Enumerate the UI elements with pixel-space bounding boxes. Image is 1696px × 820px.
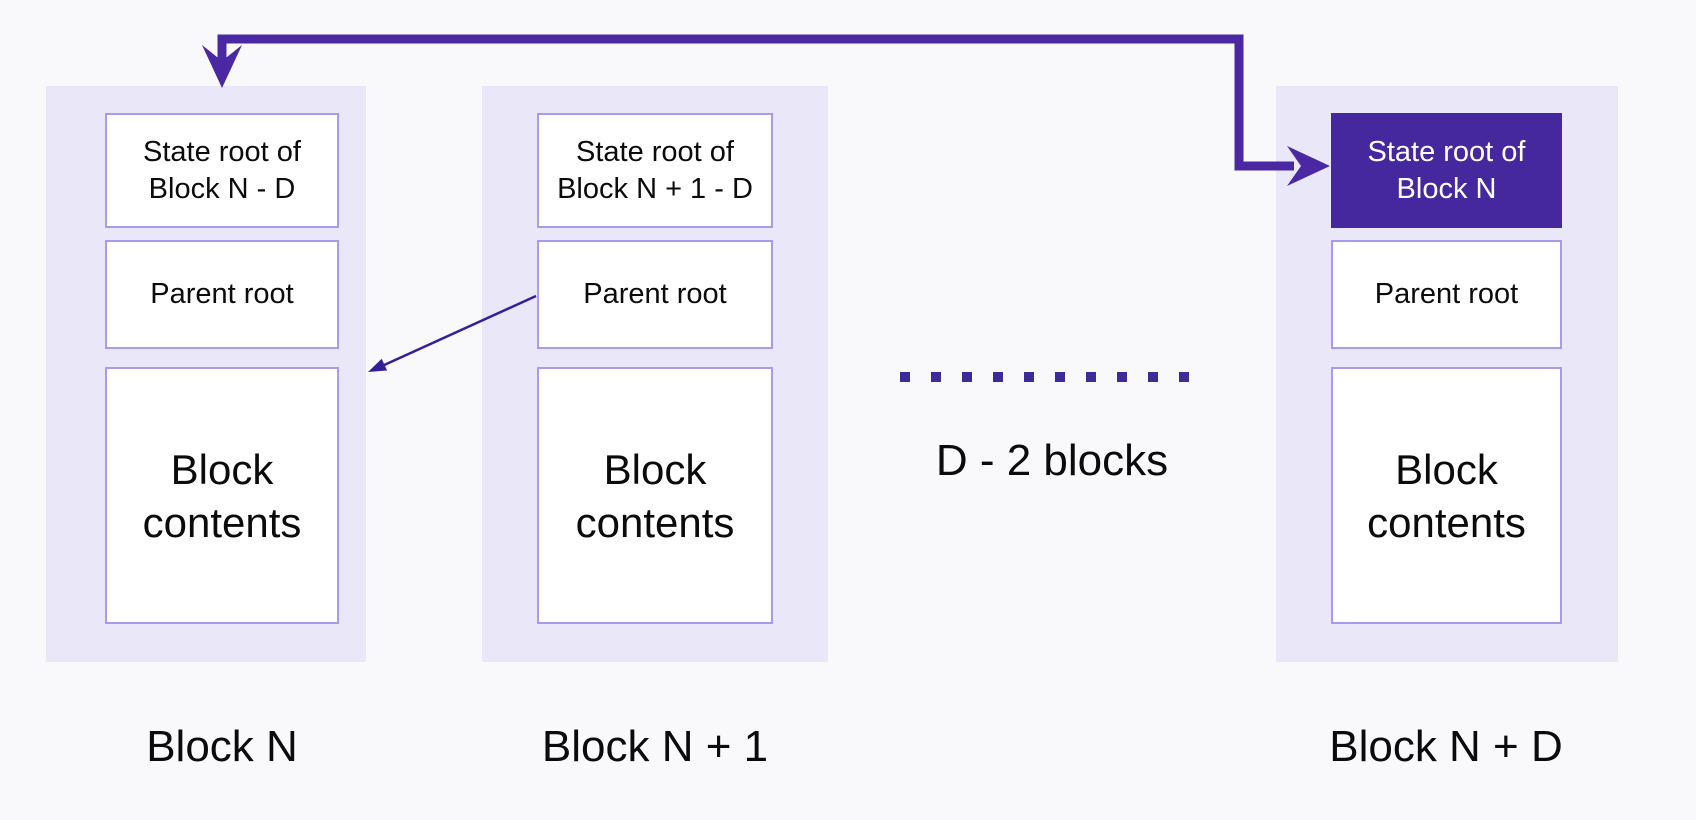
block-n1-parent-root-box: Parent root [537,240,773,349]
state-root-text-line2: Block N + 1 - D [557,172,753,205]
contents-text-line2: contents [575,498,735,546]
state-root-text-line1: State root of [1367,135,1526,168]
contents-text-line2: contents [142,498,302,546]
block-n1-state-root-box: State root of Block N + 1 - D [537,113,773,228]
dot [993,372,1003,382]
dot [1055,372,1065,382]
dot [1086,372,1096,382]
dot [1117,372,1127,382]
block-nd-contents-box: Block contents [1331,367,1562,624]
dot [962,372,972,382]
state-root-text-line2: Block N [1396,172,1497,205]
block-n-column: State root of Block N - D Parent root Bl… [46,86,366,662]
state-root-text-line1: State root of [576,135,734,168]
block-nd-column: State root of Block N Parent root Block … [1276,86,1618,662]
arrowhead-down-into-block-n [202,45,242,88]
block-nd-label: Block N + D [1329,722,1563,771]
dot [1024,372,1034,382]
block-n1-column: State root of Block N + 1 - D Parent roo… [482,86,828,662]
dot [1148,372,1158,382]
block-n1-label: Block N + 1 [541,722,769,771]
arrowhead-parent-root-pointer [368,358,388,372]
parent-root-text: Parent root [583,278,727,310]
parent-root-text: Parent root [150,278,294,310]
block-nd-state-root-box-highlighted: State root of Block N [1331,113,1562,228]
block-n-state-root-box: State root of Block N - D [105,113,339,228]
contents-text-line1: Block [1395,445,1498,493]
state-root-text-line1: State root of [143,135,301,168]
gap-dots [900,372,1189,382]
block-n-parent-root-box: Parent root [105,240,339,349]
parent-root-text: Parent root [1374,278,1519,310]
contents-text-line2: contents [1367,498,1526,546]
state-root-text-line2: Block N - D [148,172,296,205]
dot [931,372,941,382]
block-nd-parent-root-box: Parent root [1331,240,1562,349]
block-n-label: Block N [146,722,298,771]
contents-text-line1: Block [603,445,707,493]
gap-label: D - 2 blocks [935,436,1169,485]
contents-text-line1: Block [170,445,274,493]
dot [1179,372,1189,382]
block-n-contents-box: Block contents [105,367,339,624]
dot [900,372,910,382]
block-n1-contents-box: Block contents [537,367,773,624]
